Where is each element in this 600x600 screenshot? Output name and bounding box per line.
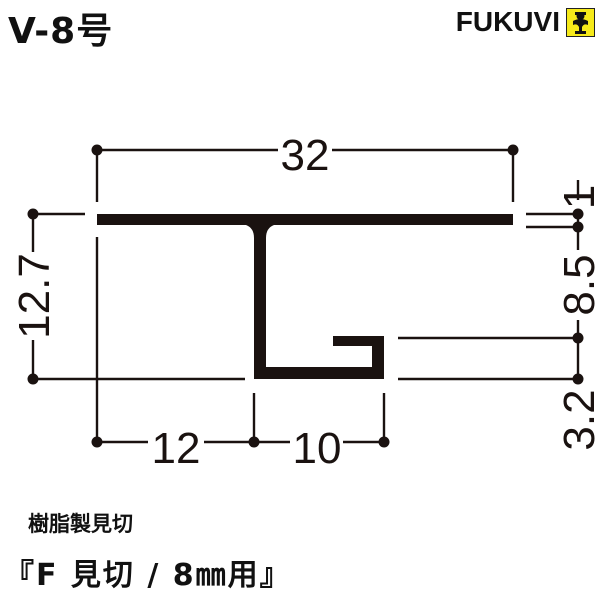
dim-overall-height: 12.7 (10, 253, 59, 339)
dim-bottom-gap: 3.2 (555, 389, 600, 450)
brand-name: FUKUVI (455, 6, 560, 37)
profile-shape (97, 214, 513, 379)
product-code-title: V-8号 (8, 11, 114, 52)
dimension-lines (31, 148, 580, 444)
fukuvi-mascot-logo-icon (566, 8, 595, 37)
dim-middle-gap: 8.5 (555, 254, 600, 315)
dimension-dots (27, 144, 584, 448)
product-category-caption: 樹脂製見切 (28, 512, 133, 536)
dim-top-thickness: 1 (555, 185, 600, 209)
product-name-caption: 『F 見切 / 8㎜用』 (4, 558, 292, 593)
dim-overall-width: 32 (281, 131, 330, 180)
dim-hook-width: 10 (293, 424, 342, 473)
dim-left-offset: 12 (152, 424, 201, 473)
dimension-labels: 32 12.7 12 10 1 8.5 3.2 (10, 131, 600, 473)
